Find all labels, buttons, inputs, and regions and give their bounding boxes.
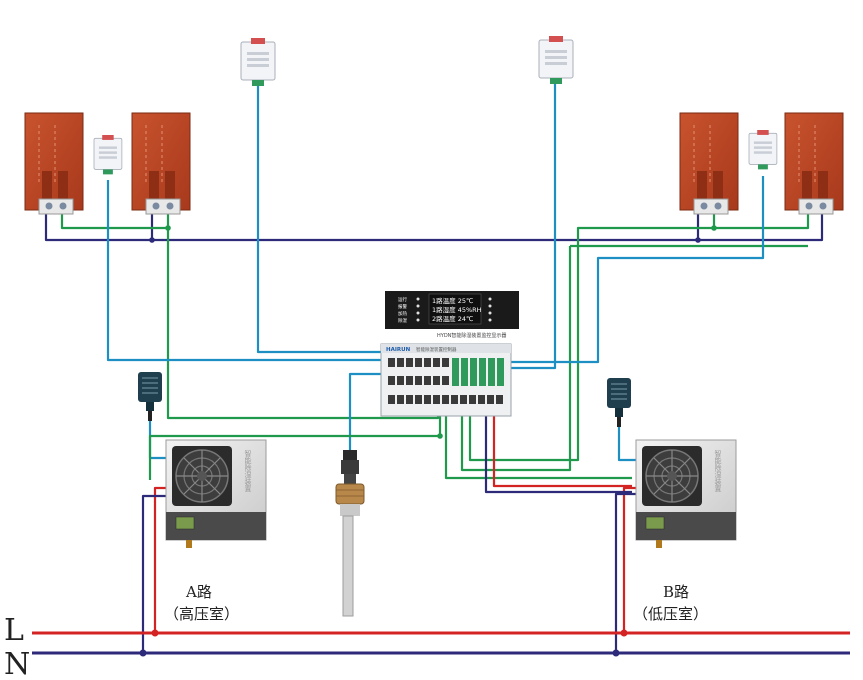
line-L-label: L	[4, 613, 24, 648]
lcd-b	[645, 516, 665, 530]
red-to-a	[153, 486, 168, 633]
indicator-label-1: 运行	[398, 296, 407, 303]
heater-plate-4	[784, 112, 844, 215]
indicator-label-4: 除湿	[398, 317, 407, 324]
heater-plate-1	[24, 112, 84, 215]
dehumidifier-b-label: 智能除湿装置	[714, 449, 722, 492]
line-N-label: N	[4, 647, 30, 680]
controller-brand: HAIRUN	[386, 347, 411, 353]
junction-dot	[139, 649, 147, 657]
temperature-probe	[335, 450, 365, 617]
display-indicators-left: 运行 报警 加热 除湿	[398, 296, 420, 324]
blue-sensor-b	[617, 425, 638, 462]
fan-b	[642, 446, 702, 506]
dark-to-controller	[484, 400, 632, 494]
junction-dot	[695, 237, 701, 243]
display-line-3: 2路温度 24℃	[432, 314, 473, 323]
junction-dot	[165, 225, 171, 231]
terminal-row-bottom	[388, 376, 449, 385]
green-right-to-b	[468, 226, 714, 462]
dehumidifier-a: 智能除湿装置	[165, 439, 267, 548]
dehumidifier-b: 智能除湿装置	[635, 439, 737, 548]
junction-dot	[437, 433, 443, 439]
terminal-row-top	[388, 358, 449, 367]
heater-plate-3	[679, 112, 739, 215]
blue-sensor-a	[148, 418, 168, 460]
green-to-b	[444, 400, 632, 480]
display-line-2: 1路湿度 45%RH	[432, 305, 482, 314]
junction-dot	[711, 225, 717, 231]
humidity-sensor-a	[137, 371, 163, 422]
th-sensor-top-right	[538, 35, 574, 85]
route-a-subtitle: （高压室）	[164, 605, 239, 623]
fan-a	[172, 446, 232, 506]
display-indicators-right	[488, 297, 492, 322]
th-sensor-right-small	[748, 129, 778, 170]
humidity-sensor-b	[606, 377, 632, 428]
route-b-subtitle: （低压室）	[633, 605, 708, 623]
controller-board: HAIRUN 智能除湿装置控制器	[380, 343, 512, 417]
junction-dot	[620, 629, 628, 637]
junction-dot	[149, 237, 155, 243]
power-lines: L N	[4, 613, 850, 680]
blue-sensor-right-small	[476, 176, 765, 364]
dehumidifier-a-label: 智能除湿装置	[244, 449, 252, 492]
junction-dot	[612, 649, 620, 657]
display-caption: HYDN智能除湿装置监控显示器	[437, 332, 506, 339]
heater-plate-2	[131, 112, 191, 215]
red-to-controller	[492, 400, 632, 488]
route-b-title: B路	[663, 583, 689, 601]
lcd-a	[175, 516, 195, 530]
th-sensor-left-small	[93, 134, 123, 175]
junction-dot	[151, 629, 159, 637]
route-a-title: A路	[185, 583, 212, 601]
green-to-a	[148, 400, 442, 480]
green-right-b2	[460, 246, 572, 472]
heater-bus-green-right	[712, 212, 810, 230]
heater-bus-dark	[44, 210, 824, 242]
dark-to-a	[141, 494, 168, 653]
th-sensor-top-left	[240, 37, 276, 87]
terminal-row-green	[452, 358, 504, 386]
monitor-display: 1路温度 25℃ 1路湿度 45%RH 2路温度 24℃ 运行 报警 加热 除湿…	[385, 291, 519, 339]
terminal-row-base	[388, 395, 503, 404]
controller-model: 智能除湿装置控制器	[416, 346, 457, 353]
indicator-label-2: 报警	[398, 303, 407, 310]
red-to-b	[622, 486, 638, 633]
dark-to-b	[614, 492, 638, 653]
display-line-1: 1路温度 25℃	[432, 296, 473, 305]
heater-bus-green-left	[60, 212, 170, 230]
indicator-label-3: 加热	[398, 310, 407, 317]
